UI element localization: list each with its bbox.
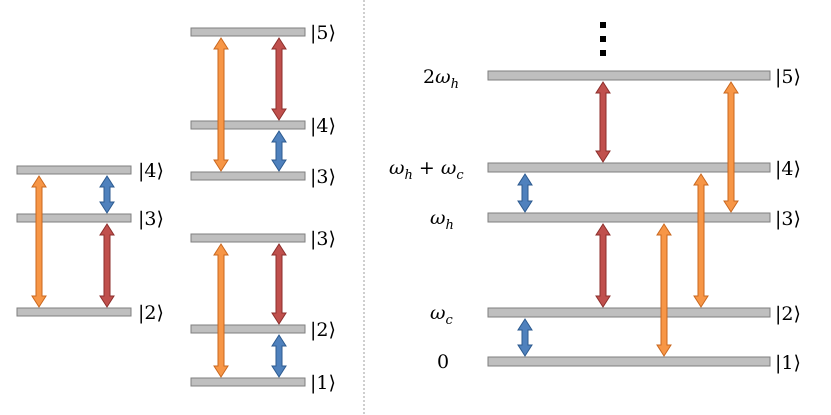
ket-label-d2: |2⟩ <box>775 303 801 325</box>
vertical-ellipsis-icon <box>600 22 606 56</box>
energy-label-zero: 0 <box>437 351 449 373</box>
arrow-d-red-upper <box>595 81 611 163</box>
arrow-d-orange-right <box>723 81 739 213</box>
energy-labels: 2ωh ωh + ωc ωh ωc 0 <box>389 66 464 373</box>
arrow-b-blue <box>271 130 287 172</box>
level-bar-b3 <box>190 171 306 181</box>
level-bar-d5 <box>487 70 771 81</box>
arrow-d-blue-upper <box>517 173 533 213</box>
ket-label-c2: |2⟩ <box>310 319 336 341</box>
energy-label-wh-plus-wc: ωh + ωc <box>389 157 464 183</box>
energy-label-wh: ωh <box>430 207 454 233</box>
ket-label-c3: |3⟩ <box>310 228 336 250</box>
ket-label-d4: |4⟩ <box>775 158 801 180</box>
level-bar-c2 <box>190 324 306 334</box>
energy-label-2wh: 2ωh <box>423 66 459 92</box>
arrow-d-blue-lower <box>517 318 533 357</box>
level-bar-b4 <box>190 120 306 130</box>
arrow-d-red-lower <box>595 223 611 308</box>
level-bar-b5 <box>190 27 306 37</box>
arrow-c-blue <box>271 334 287 378</box>
arrow-a-red <box>99 223 115 308</box>
level-bar-d2 <box>487 307 771 318</box>
energy-label-wc: ωc <box>430 302 454 328</box>
ket-label-d1: |1⟩ <box>775 352 801 374</box>
level-bar-c1 <box>190 377 306 387</box>
ket-label-b5: |5⟩ <box>310 22 336 44</box>
ket-label-b3: |3⟩ <box>310 166 336 188</box>
ket-label-c1: |1⟩ <box>310 372 336 394</box>
arrow-a-blue <box>99 175 115 214</box>
ket-label-a3: |3⟩ <box>138 208 164 230</box>
level-bar-d4 <box>487 162 771 173</box>
arrow-d-orange-left <box>656 223 672 357</box>
ket-label-d5: |5⟩ <box>775 66 801 88</box>
ket-labels: |4⟩ |3⟩ |2⟩ |5⟩ |4⟩ |3⟩ |3⟩ |2⟩ |1⟩ |5⟩ … <box>138 22 801 394</box>
level-bar-d3 <box>487 212 771 223</box>
arrow-b-red <box>271 37 287 121</box>
level-bar-a4 <box>16 165 132 175</box>
transition-arrows <box>31 37 739 378</box>
arrow-a-orange <box>31 175 47 308</box>
ket-label-d3: |3⟩ <box>775 208 801 230</box>
energy-levels <box>16 27 771 387</box>
level-bar-a3 <box>16 213 132 223</box>
ket-label-a2: |2⟩ <box>138 302 164 324</box>
arrow-c-orange <box>213 243 229 378</box>
level-bar-c3 <box>190 233 306 243</box>
level-bar-d1 <box>487 356 771 367</box>
arrow-d-orange-mid <box>693 173 709 308</box>
arrow-b-orange <box>213 37 229 172</box>
arrow-c-red <box>271 243 287 325</box>
ket-label-a4: |4⟩ <box>138 160 164 182</box>
level-bar-a2 <box>16 307 132 317</box>
ket-label-b4: |4⟩ <box>310 115 336 137</box>
